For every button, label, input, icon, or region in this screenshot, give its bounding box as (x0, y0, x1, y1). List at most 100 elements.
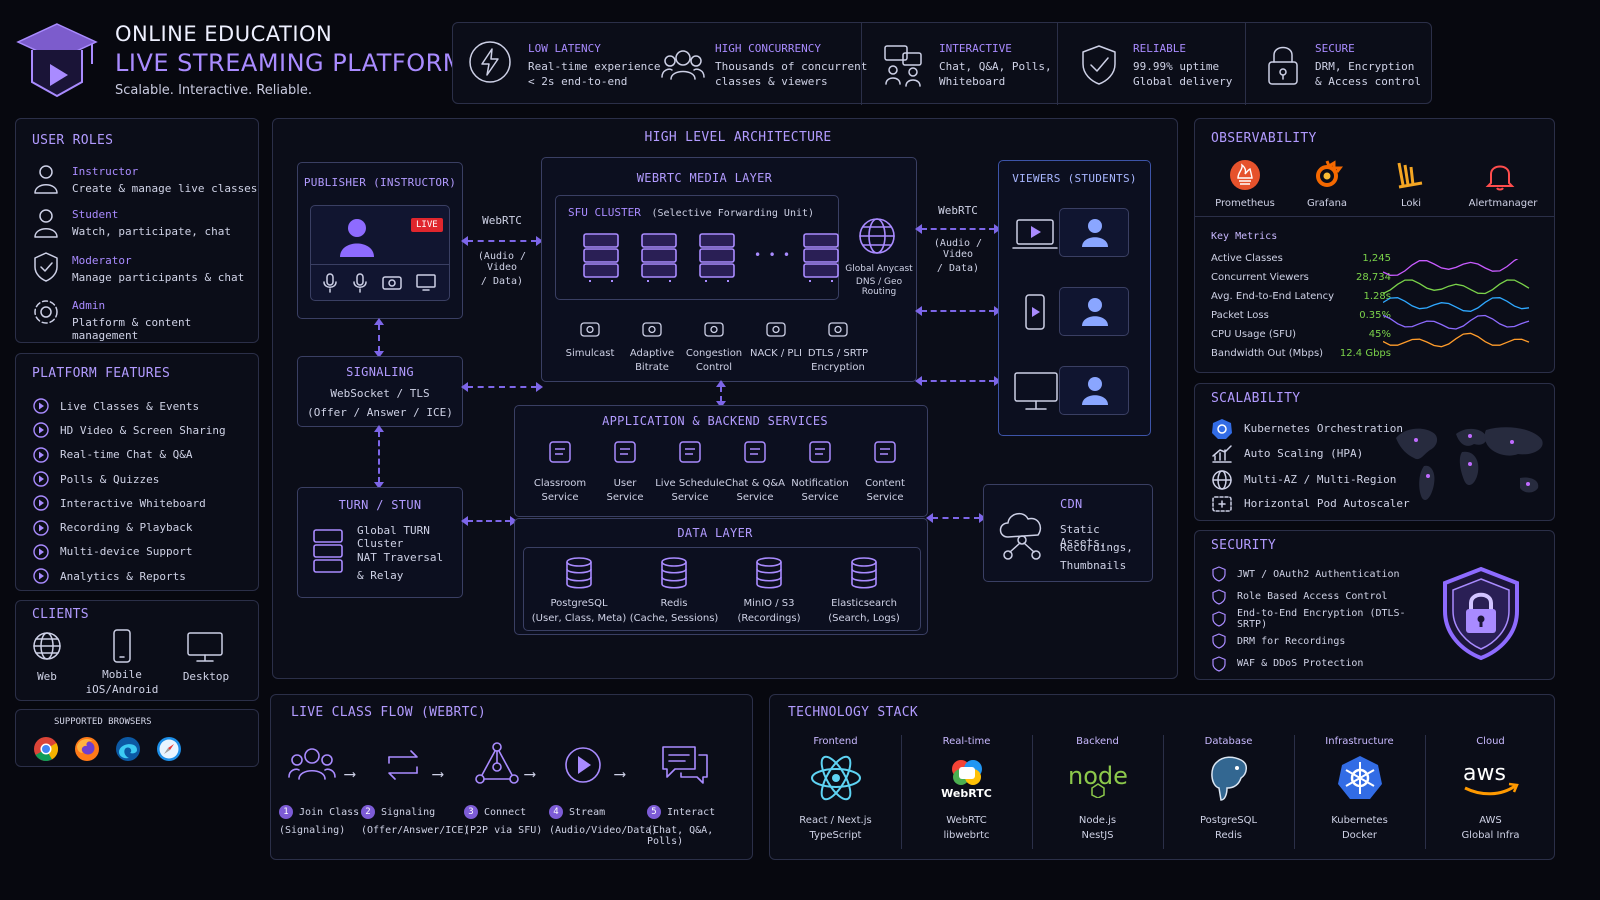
sparkline-series (1383, 259, 1519, 276)
data-store-item: PostgreSQL(User, Class, Meta) (524, 556, 634, 624)
network-icon (474, 741, 520, 785)
metric-value: 45% (1368, 329, 1391, 340)
react-logo (770, 751, 901, 805)
users-icon (287, 743, 337, 785)
media-feature-sub: Control (695, 362, 733, 373)
tech-divider (901, 735, 902, 849)
data-layer-inner: PostgreSQL(User, Class, Meta)Redis(Cache… (523, 547, 921, 631)
flow-arrow-icon: ⟶ (525, 764, 535, 783)
step-number-badge: 2 (361, 805, 375, 819)
shield-check-icon (32, 251, 60, 283)
metric-label: CPU Usage (SFU) (1211, 329, 1297, 340)
turn-title: TURN / STUN (338, 498, 422, 512)
tech-column-head: Database (1204, 736, 1253, 747)
scalability-item-4: Horizontal Pod Autoscaler (1244, 497, 1410, 510)
logo (16, 20, 98, 100)
signaling-box: SIGNALING WebSocket / TLS (Offer / Answe… (297, 356, 463, 427)
user-roles-title: USER ROLES (32, 133, 114, 148)
publisher-title: PUBLISHER (INSTRUCTOR) (303, 176, 457, 189)
security-item: DRM for Recordings (1211, 630, 1431, 652)
user-roles-panel: USER ROLES Instructor Create & manage li… (15, 118, 259, 343)
app-service-sub: Service (606, 492, 644, 503)
viewer-tile (1059, 208, 1129, 257)
tech-line1: Kubernetes (1331, 815, 1388, 826)
tech-line2: libwebrtc (943, 830, 990, 841)
feature-list-item: Live Classes & Events (32, 394, 226, 418)
mic-icon[interactable] (321, 272, 339, 294)
key-metrics-title: Key Metrics (1211, 231, 1278, 242)
shield-icon (1211, 656, 1227, 672)
role-student: Student Watch, participate, chat (72, 208, 231, 238)
media-feature-label: DTLS / SRTP (807, 348, 869, 359)
person-icon (32, 163, 60, 195)
database-icon (809, 556, 919, 590)
cdn-line3: Thumbnails (1060, 559, 1127, 572)
instructor-avatar (337, 215, 377, 259)
live-badge: LIVE (411, 218, 443, 232)
role-moderator: Moderator Manage participants & chat (72, 254, 244, 284)
app-service-label: Notification (791, 478, 849, 489)
play-circle-icon (32, 397, 50, 415)
cdn-line1: Static Assets, (1060, 523, 1107, 549)
nack-pli-icon (738, 318, 814, 342)
turn-stun-box: TURN / STUN Global TURN Cluster NAT Trav… (297, 487, 463, 598)
file-storage-icon (714, 556, 824, 590)
scalability-item-1: Kubernetes Orchestration (1244, 422, 1403, 435)
screen-share-icon[interactable] (415, 273, 437, 291)
document-icon (848, 438, 922, 470)
phone-icon (1023, 293, 1047, 331)
users-icon (661, 45, 705, 85)
step-label: Interact (667, 806, 716, 818)
feature-list-item: HD Video & Screen Sharing (32, 418, 226, 442)
chat-icon (718, 438, 792, 470)
step-sub: (Signaling) (279, 825, 346, 836)
calendar-icon (653, 438, 727, 470)
prometheus-icon (1229, 159, 1261, 191)
clients-title: CLIENTS (32, 607, 89, 622)
mic-icon[interactable] (351, 272, 369, 294)
camera-icon[interactable] (381, 273, 403, 291)
svg-text:aws: aws (1463, 761, 1506, 786)
tool-grafana: Grafana (1306, 198, 1348, 209)
metric-value: 1.28s (1363, 291, 1391, 302)
loki-icon (1395, 159, 1425, 191)
tool-prometheus: Prometheus (1215, 198, 1275, 209)
tech-divider (1032, 735, 1033, 849)
firefox-icon (74, 736, 100, 762)
encryption-lock-icon (800, 318, 876, 342)
turn-line3: & Relay (357, 569, 404, 582)
server-icon (582, 232, 620, 282)
feature-list-item: Multi-device Support (32, 540, 226, 564)
media-layer-title: WEBRTC MEDIA LAYER (636, 171, 773, 185)
role-desc: Platform & content management (72, 316, 192, 342)
step-number-badge: 5 (647, 805, 661, 819)
webrtc-right-sub2: / Data) (936, 263, 980, 274)
grafana-icon (1311, 159, 1343, 191)
feature-title: LOW LATENCY (528, 42, 601, 55)
security-title: SECURITY (1211, 538, 1277, 553)
tech-line2: Docker (1341, 830, 1377, 841)
webrtc-right-label: WebRTC (918, 204, 998, 217)
data-store-sub: (User, Class, Meta) (531, 613, 627, 624)
app-services-title: APPLICATION & BACKEND SERVICES (602, 414, 828, 428)
sparkline-series (1383, 314, 1530, 330)
tech-divider (1163, 735, 1164, 849)
sfu-cluster-sub: (Selective Forwarding Unit) (651, 208, 815, 219)
layers-icon (619, 556, 729, 590)
bell-icon (783, 438, 857, 470)
security-item-label: End-to-End Encryption (DTLS-SRTP) (1237, 607, 1406, 630)
webrtc-logo: WebRTC (901, 751, 1032, 805)
sparkline-series (1383, 332, 1530, 348)
webrtc-right-sub1: (Audio / Video (933, 238, 983, 260)
desktop-icon (186, 631, 224, 663)
